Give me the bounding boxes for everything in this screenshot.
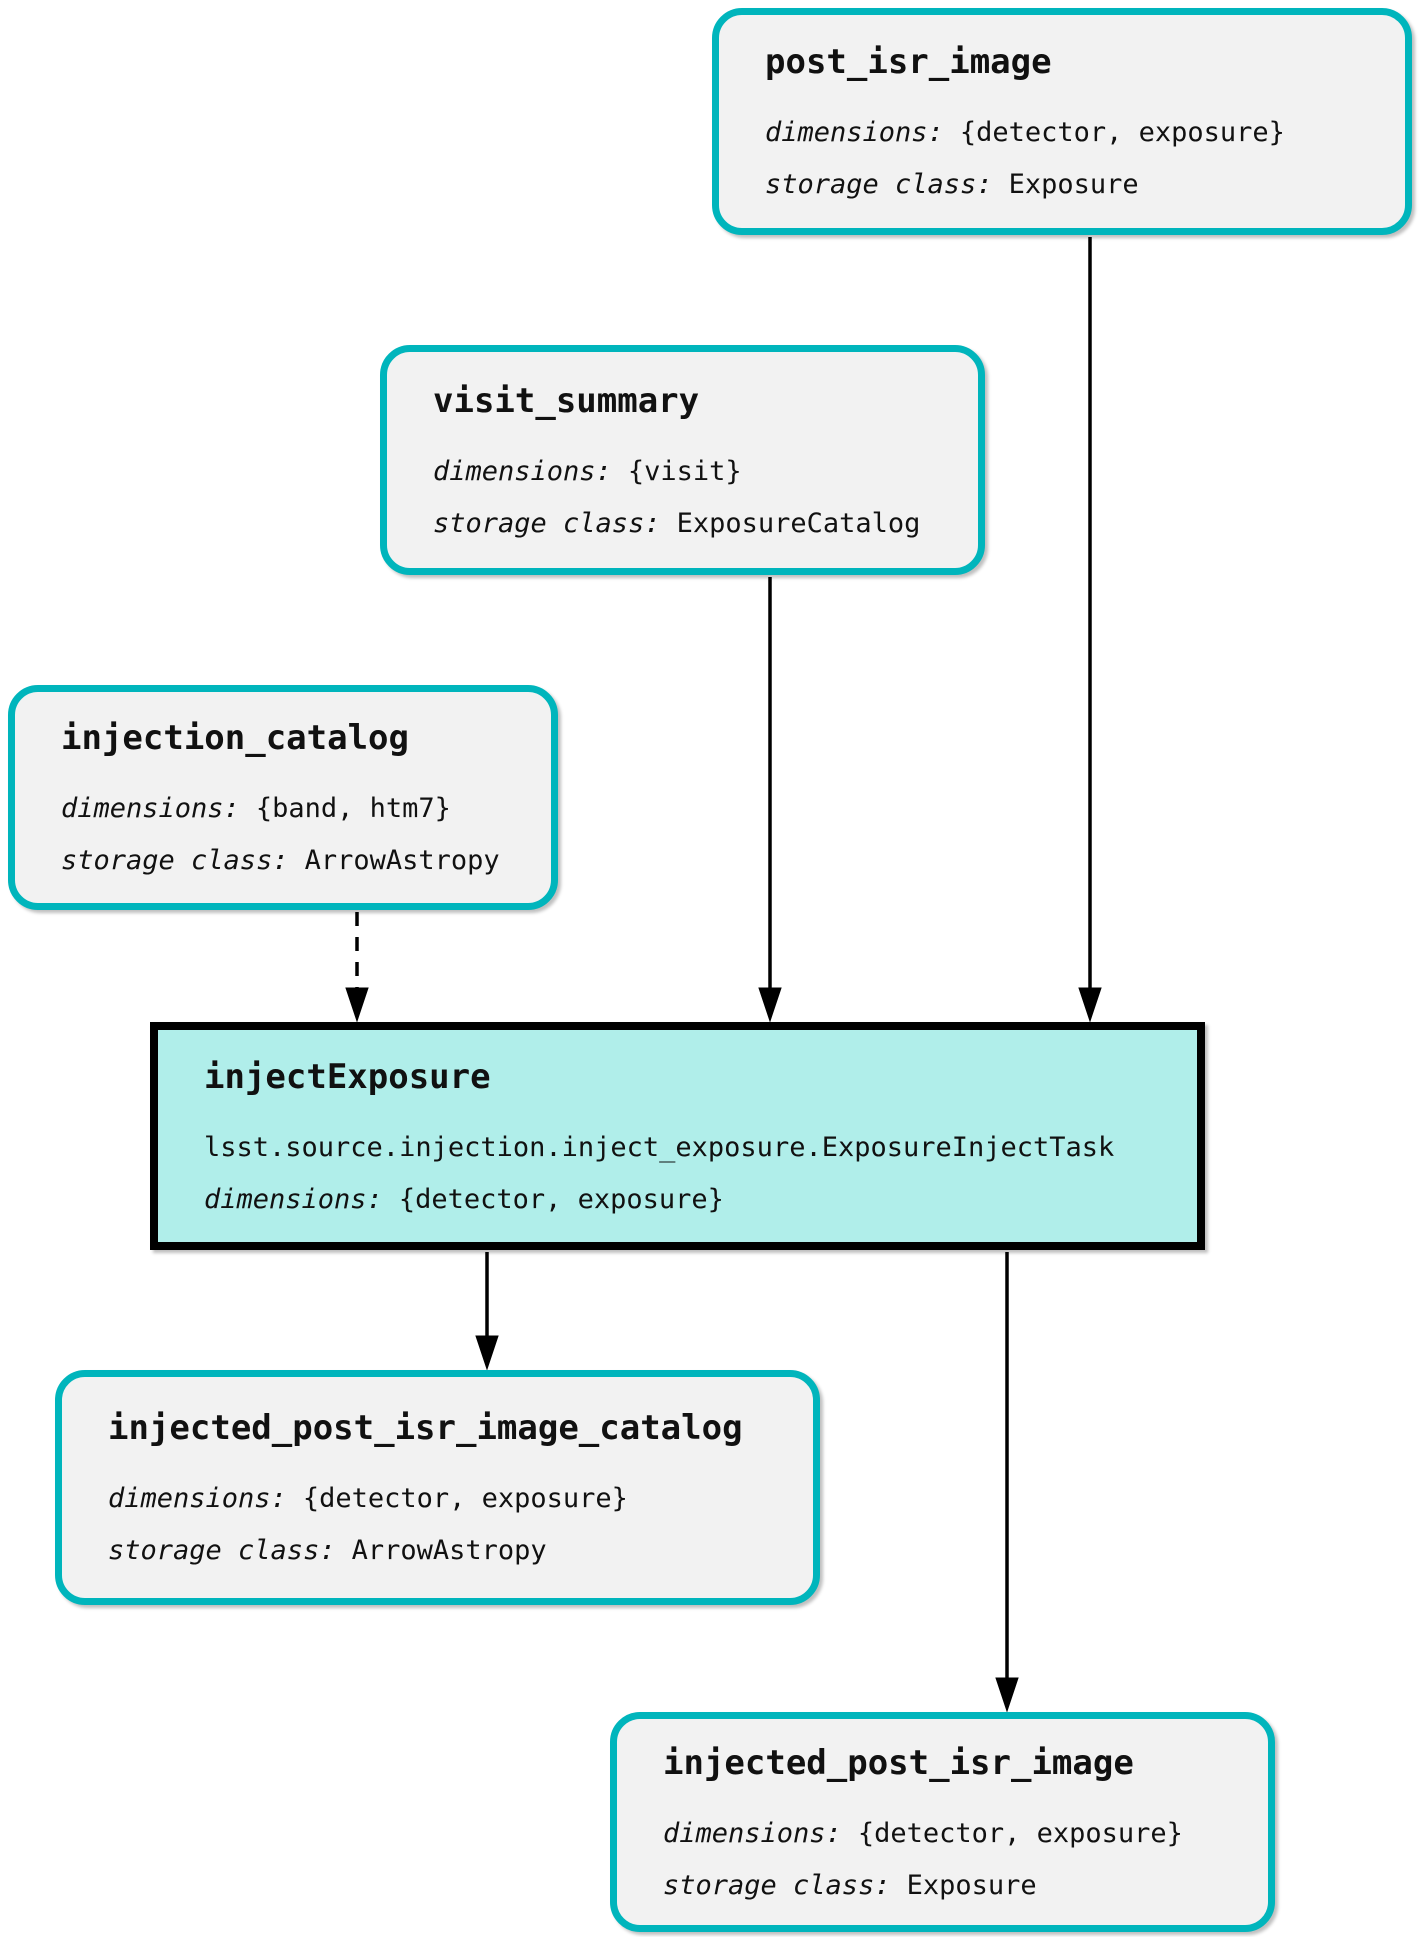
node-injection-catalog: injection_catalog dimensions: {band, htm7… bbox=[8, 685, 558, 910]
storage-class-label: storage class: bbox=[663, 1869, 891, 1901]
node-post-isr-image: post_isr_image dimensions: {detector, exp… bbox=[712, 8, 1412, 235]
node-title: injectExposure bbox=[204, 1056, 491, 1097]
dimensions-value: {band, htm7} bbox=[255, 793, 451, 825]
node-injected-post-isr-image: injected_post_isr_image dimensions: {dete… bbox=[610, 1712, 1275, 1932]
storage-class-value: ExposureCatalog bbox=[676, 507, 921, 539]
dimensions-value: {detector, exposure} bbox=[398, 1183, 724, 1215]
node-dimensions-row: dimensions: {detector, exposure} bbox=[663, 1819, 1222, 1849]
storage-class-value: ArrowAstropy bbox=[351, 1535, 547, 1567]
dimensions-label: dimensions: bbox=[663, 1817, 842, 1849]
storage-class-label: storage class: bbox=[108, 1535, 336, 1567]
node-storage-row: storage class: ArrowAstropy bbox=[108, 1536, 767, 1566]
edge-injectexposure-to-injected-post-isr-image-catalog bbox=[475, 1252, 499, 1371]
dimensions-value: {detector, exposure} bbox=[857, 1817, 1183, 1849]
storage-class-value: ArrowAstropy bbox=[304, 845, 500, 877]
task-class-value: lsst.source.injection.inject_exposure.Ex… bbox=[204, 1131, 1115, 1163]
storage-class-label: storage class: bbox=[765, 169, 993, 201]
dimensions-value: {detector, exposure} bbox=[959, 117, 1285, 149]
storage-class-label: storage class: bbox=[433, 507, 661, 539]
dimensions-value: {visit} bbox=[627, 455, 742, 487]
dimensions-label: dimensions: bbox=[433, 455, 612, 487]
node-dimensions-row: dimensions: {detector, exposure} bbox=[765, 118, 1359, 148]
node-inject-exposure-task: injectExposure lsst.source.injection.inj… bbox=[150, 1022, 1205, 1250]
dimensions-label: dimensions: bbox=[108, 1483, 287, 1515]
edge-post-isr-image-to-injectexposure bbox=[1078, 237, 1102, 1023]
dimensions-label: dimensions: bbox=[765, 117, 944, 149]
edge-injectexposure-to-injected-post-isr-image bbox=[995, 1252, 1019, 1713]
node-title: visit_summary bbox=[433, 380, 700, 421]
node-injected-post-isr-image-catalog: injected_post_isr_image_catalog dimensio… bbox=[55, 1370, 820, 1605]
node-title: injected_post_isr_image bbox=[663, 1742, 1134, 1783]
node-dimensions-row: dimensions: {detector, exposure} bbox=[108, 1484, 767, 1514]
dimensions-label: dimensions: bbox=[204, 1183, 383, 1215]
node-dimensions-row: dimensions: {detector, exposure} bbox=[204, 1183, 1151, 1215]
node-storage-row: storage class: ExposureCatalog bbox=[433, 507, 932, 539]
dimensions-label: dimensions: bbox=[61, 793, 240, 825]
storage-class-label: storage class: bbox=[61, 845, 289, 877]
node-task-class-row: lsst.source.injection.inject_exposure.Ex… bbox=[204, 1133, 1151, 1163]
node-title: injection_catalog bbox=[61, 718, 409, 759]
edge-injection-catalog-to-injectexposure bbox=[345, 912, 369, 1023]
node-storage-row: storage class: ArrowAstropy bbox=[61, 846, 505, 876]
node-visit-summary: visit_summary dimensions: {visit} storage… bbox=[380, 345, 985, 575]
dimensions-value: {detector, exposure} bbox=[302, 1483, 628, 1515]
node-storage-row: storage class: Exposure bbox=[663, 1869, 1222, 1901]
edge-visit-summary-to-injectexposure bbox=[758, 577, 782, 1023]
node-title: post_isr_image bbox=[765, 42, 1052, 83]
storage-class-value: Exposure bbox=[906, 1869, 1037, 1901]
storage-class-value: Exposure bbox=[1008, 169, 1139, 201]
node-storage-row: storage class: Exposure bbox=[765, 170, 1359, 200]
node-dimensions-row: dimensions: {band, htm7} bbox=[61, 794, 505, 824]
node-dimensions-row: dimensions: {visit} bbox=[433, 457, 932, 487]
node-title: injected_post_isr_image_catalog bbox=[108, 1408, 743, 1449]
